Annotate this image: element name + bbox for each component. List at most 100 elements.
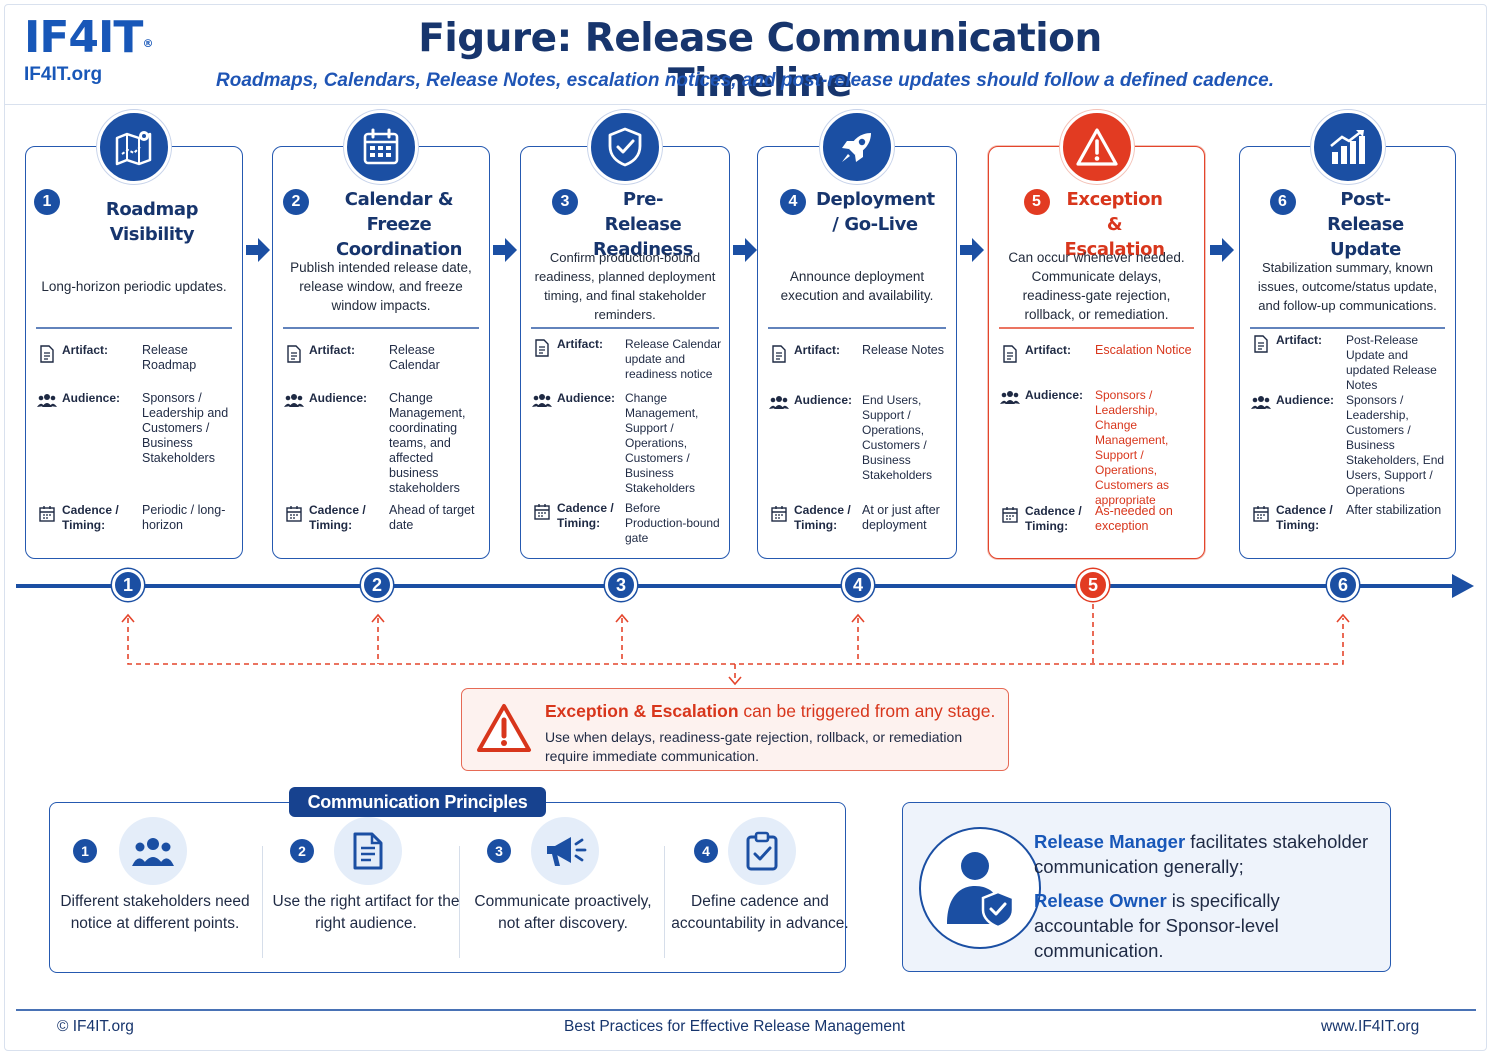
- artifact-label: Artifact:: [309, 343, 356, 357]
- artifact-value: Escalation Notice: [1095, 343, 1192, 357]
- timing-label: Timing:: [557, 516, 601, 530]
- principle-divider: [664, 846, 665, 958]
- audience-label: Audience:: [557, 391, 616, 405]
- principles-heading: Communication Principles: [289, 787, 546, 817]
- timing-label: Timing:: [794, 518, 838, 532]
- document-icon: [283, 343, 305, 373]
- release-owner-statement: Release Owner is specifically accountabl…: [1034, 888, 1384, 963]
- stage-divider: [283, 327, 479, 329]
- calendar-icon: [999, 504, 1021, 534]
- artifact-label: Artifact:: [1025, 343, 1072, 357]
- calendar-icon: [36, 503, 58, 533]
- stage-number: 5: [1023, 189, 1050, 215]
- timeline-axis: [16, 584, 1462, 588]
- timeline-marker-6: 6: [1327, 569, 1359, 601]
- audience-value: Sponsors / Leadership and Customers / Bu…: [142, 391, 229, 465]
- stage-divider: [531, 327, 719, 329]
- cadence-value: Periodic / long-horizon: [142, 503, 226, 532]
- stage-description: Stabilization summary, known issues, out…: [1257, 259, 1438, 313]
- principle-text: Communicate proactively, not after disco…: [474, 893, 652, 932]
- footer-tagline: Best Practices for Effective Release Man…: [564, 1018, 905, 1035]
- document-icon: [999, 343, 1021, 363]
- clipboard-check-icon: [728, 817, 796, 885]
- warning-icon: [476, 703, 532, 758]
- cadence-label: Cadence /: [309, 503, 366, 517]
- audience-label: Audience:: [1025, 388, 1084, 402]
- cadence-value: As-needed on exception: [1095, 504, 1173, 533]
- calendar-icon: [1250, 503, 1272, 533]
- stage-title: Deployment / Go-Live: [816, 189, 935, 235]
- stage-number: 4: [780, 189, 806, 215]
- page-subtitle: Roadmaps, Calendars, Release Notes, esca…: [216, 70, 1274, 91]
- footer-website-link[interactable]: www.IF4IT.org: [1321, 1018, 1420, 1035]
- release-owner-role: Release Owner: [1034, 890, 1167, 911]
- timing-label: Timing:: [1025, 519, 1069, 533]
- cadence-value: Before Production-bound gate: [625, 501, 720, 545]
- timing-label: Timing:: [1276, 518, 1320, 532]
- principle-text: Define cadence and accountability in adv…: [671, 893, 849, 932]
- principle-number: 1: [73, 839, 97, 863]
- arrow-right-icon: [960, 238, 984, 262]
- artifact-value: Post-Release Update and updated Release …: [1346, 333, 1437, 392]
- calendar-icon: [531, 501, 553, 546]
- stage-divider: [1250, 327, 1445, 329]
- principle-divider: [459, 846, 460, 958]
- header-divider: [4, 104, 1487, 105]
- stage-number: 1: [34, 189, 60, 215]
- audience-value: Change Management, Support / Operations,…: [625, 391, 699, 495]
- timeline-arrowhead: [1452, 574, 1474, 598]
- stage-title: Post-Release Update: [1327, 189, 1404, 260]
- timing-label: Timing:: [62, 518, 106, 532]
- people-icon: [36, 391, 58, 466]
- cadence-label: Cadence /: [1025, 504, 1082, 518]
- rocket-icon: [820, 110, 894, 184]
- release-manager-role: Release Manager: [1034, 831, 1186, 852]
- stage-divider: [36, 327, 232, 329]
- map-icon: [97, 110, 171, 184]
- stage-description: Long-horizon periodic updates.: [41, 278, 227, 294]
- stage-divider: [768, 327, 946, 329]
- stage-description: Announce deployment execution and availa…: [780, 269, 934, 303]
- principle-item: 4 Define cadence and accountability in a…: [662, 815, 858, 965]
- cadence-value: After stabilization: [1346, 503, 1442, 517]
- stage-description: Publish intended release date, release w…: [290, 259, 472, 313]
- release-manager-statement: Release Manager facilitates stakeholder …: [1034, 829, 1384, 879]
- stage-number: 6: [1269, 189, 1296, 215]
- arrow-right-icon: [246, 238, 270, 262]
- audience-value: Change Management, coordinating teams, a…: [389, 391, 466, 495]
- stage-card-roadmap: 1 Roadmap Visibility Long-horizon periodi…: [25, 110, 243, 559]
- cadence-value: At or just after deployment: [862, 503, 940, 532]
- principle-item: 1 Different stakeholders need notice at …: [57, 815, 253, 965]
- arrow-right-icon: [733, 238, 757, 262]
- timeline-marker-4: 4: [842, 569, 874, 601]
- stage-title: Exception & Escalation: [1064, 189, 1165, 260]
- page-frame: [4, 4, 1487, 1051]
- exception-headline-bold: Exception & Escalation: [545, 701, 739, 721]
- timeline-marker-3: 3: [605, 569, 637, 601]
- stage-card-post-release: 6 Post-Release Update Stabilization summa…: [1239, 110, 1456, 559]
- principle-text: Different stakeholders need notice at di…: [60, 893, 250, 932]
- principle-item: 2 Use the right artifact for the right a…: [268, 815, 464, 965]
- exception-callout: Exception & Escalation can be triggered …: [461, 688, 1009, 771]
- stage-number: 2: [283, 189, 309, 215]
- exception-headline: Exception & Escalation can be triggered …: [545, 701, 995, 722]
- logo-text: IF4IT: [24, 12, 143, 63]
- escalation-connectors: [121, 604, 1350, 686]
- stage-title: Roadmap Visibility: [105, 199, 199, 245]
- stage-title: Pre-Release Readiness: [592, 189, 694, 260]
- audience-value: End Users, Support / Operations, Custome…: [862, 393, 933, 482]
- if4it-logo[interactable]: IF4IT® IF4IT.org: [24, 12, 153, 86]
- audience-label: Audience:: [1276, 393, 1335, 407]
- document-icon: [768, 343, 790, 363]
- principle-item: 3 Communicate proactively, not after dis…: [465, 815, 661, 965]
- roles-panel: Release Manager facilitates stakeholder …: [902, 802, 1391, 972]
- timeline-marker-1: 1: [112, 569, 144, 601]
- user-shield-icon: [919, 827, 1041, 949]
- cadence-label: Cadence /: [1276, 503, 1333, 517]
- artifact-label: Artifact:: [62, 343, 109, 357]
- exception-detail: Use when delays, readiness-gate rejectio…: [545, 729, 963, 764]
- arrow-right-icon: [1210, 238, 1234, 262]
- artifact-label: Artifact:: [794, 343, 841, 357]
